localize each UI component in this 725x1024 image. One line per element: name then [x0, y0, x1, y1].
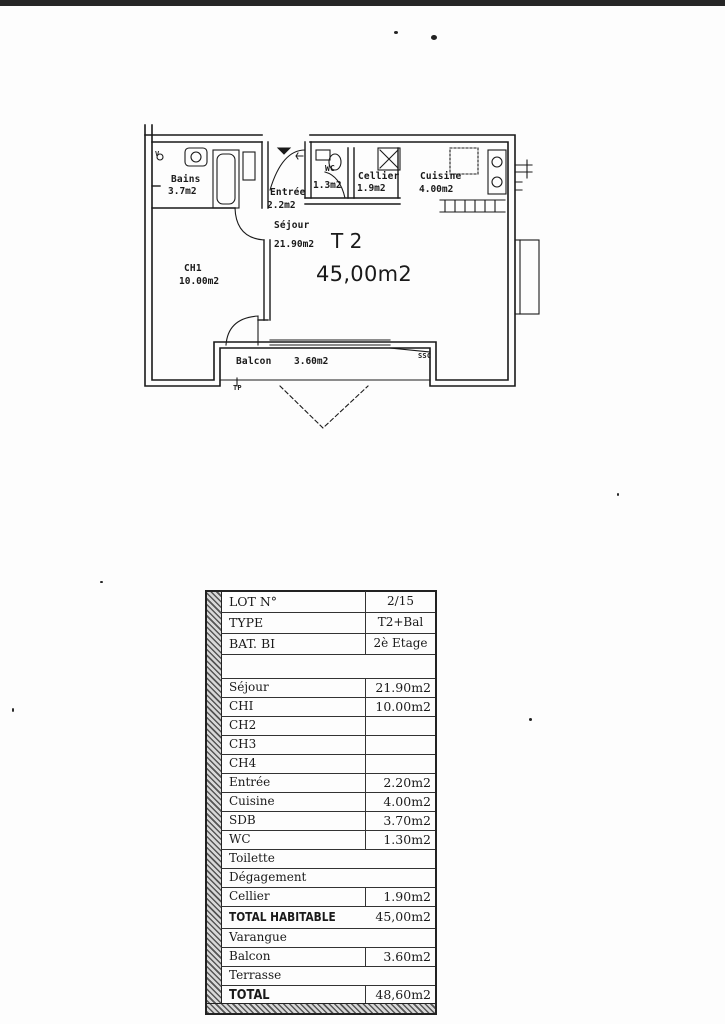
room-label-cuisine: Cuisine	[420, 171, 462, 182]
row-value: 4.00m2	[365, 792, 435, 811]
row-label: Varangue	[229, 930, 287, 944]
building-value: 2è Etage	[365, 633, 435, 654]
lot-label: LOT N°	[229, 594, 278, 609]
tp-symbol: TP	[233, 384, 242, 392]
row-value: 10.00m2	[365, 697, 435, 716]
room-area-cuisine: 4.00m2	[419, 184, 454, 195]
room-label-cellier: Cellier	[358, 171, 400, 182]
table-row: Séjour 21.90m2	[221, 678, 435, 698]
scan-speck	[394, 31, 398, 34]
plan-total-area: 45,00m2	[316, 262, 413, 286]
row-label: CHI	[229, 699, 254, 713]
surface-summary-table: LOT N° 2/15 TYPE T2+Bal BAT. BI 2è Etage…	[205, 590, 437, 1015]
ssc-symbol: SSC	[418, 352, 432, 360]
room-label-wc: WC	[325, 164, 336, 173]
room-area-bains: 3.7m2	[168, 186, 197, 197]
building-label: BAT. BI	[229, 636, 276, 651]
row-value	[365, 735, 435, 754]
bath-fixtures	[156, 147, 256, 209]
scan-speck	[529, 718, 532, 721]
room-label-balcon: Balcon	[236, 356, 272, 367]
table-row-building: BAT. BI 2è Etage	[221, 633, 435, 655]
entry-arrow	[276, 147, 292, 155]
row-label: CH4	[229, 756, 257, 770]
row-label: Toilette	[229, 851, 275, 865]
table-row: CH2	[221, 716, 435, 736]
table-row: Toilette	[221, 850, 435, 869]
table-row: Terrasse	[221, 967, 435, 986]
kitchen-fixtures	[377, 147, 533, 213]
wc-fixture	[315, 149, 342, 171]
ventilation-symbol: V	[155, 150, 160, 158]
room-area-balcon: 3.60m2	[294, 356, 329, 367]
row-label: TOTAL HABITABLE	[229, 910, 336, 924]
row-value: 2.20m2	[365, 773, 435, 792]
row-label: Séjour	[229, 680, 269, 694]
row-label: Dégagement	[229, 870, 307, 884]
row-label: Terrasse	[229, 968, 282, 982]
windows	[269, 239, 540, 353]
room-area-wc: 1.3m2	[313, 180, 342, 191]
row-value	[365, 716, 435, 735]
type-value: T2+Bal	[365, 612, 435, 633]
floor-plan	[144, 124, 540, 429]
table-row: CH4	[221, 754, 435, 774]
scan-speck	[12, 708, 14, 712]
interior-walls	[151, 141, 401, 321]
row-label: CH2	[229, 718, 257, 732]
table-row: WC 1.30m2	[221, 830, 435, 850]
row-value: 3.70m2	[365, 811, 435, 830]
row-label: CH3	[229, 737, 257, 751]
row-label: Cellier	[229, 889, 270, 903]
row-value: 3.60m2	[365, 947, 435, 966]
row-value: 45,00m2	[375, 909, 431, 924]
door-swings	[225, 149, 346, 346]
table-row: Cellier 1.90m2	[221, 887, 435, 907]
row-value: 21.90m2	[365, 678, 435, 697]
table-row: Varangue	[221, 929, 435, 948]
outer-walls	[144, 124, 516, 387]
room-area-ch1: 10.00m2	[179, 276, 220, 287]
room-label-sejour: Séjour	[274, 220, 310, 231]
row-label: Entrée	[229, 775, 271, 789]
row-label: WC	[229, 832, 251, 846]
table-row: Entrée 2.20m2	[221, 773, 435, 793]
balcony	[219, 377, 431, 429]
table-spacer-row	[221, 655, 435, 679]
table-hatch-bottom	[207, 1003, 435, 1013]
table-row-total-habitable: TOTAL HABITABLE 45,00m2	[221, 907, 435, 929]
room-area-entree: 2.2m2	[267, 200, 296, 211]
row-label: Balcon	[229, 949, 271, 963]
type-label: TYPE	[229, 615, 264, 630]
table-row: Dégagement	[221, 869, 435, 888]
table-row-total: TOTAL 48,60m2	[221, 985, 435, 1006]
table-row: SDB 3.70m2	[221, 811, 435, 831]
table-row: CH3	[221, 735, 435, 755]
row-label: SDB	[229, 813, 256, 827]
room-label-bains: Bains	[171, 174, 201, 185]
row-label: Cuisine	[229, 794, 275, 808]
row-value: 1.90m2	[365, 887, 435, 906]
scan-speck	[617, 493, 619, 496]
room-label-entree: Entrée	[270, 187, 306, 198]
table-row-lot: LOT N° 2/15	[221, 591, 435, 613]
row-value: 48,60m2	[365, 985, 435, 1005]
scan-speck	[100, 581, 103, 583]
table-row: CHI 10.00m2	[221, 697, 435, 717]
room-area-cellier: 1.9m2	[357, 183, 386, 194]
table-row: Cuisine 4.00m2	[221, 792, 435, 812]
room-label-ch1: CH1	[184, 263, 202, 274]
table-row: Balcon 3.60m2	[221, 947, 435, 967]
table-row-type: TYPE T2+Bal	[221, 612, 435, 634]
scan-speck	[431, 35, 437, 40]
scan-top-border	[0, 0, 725, 6]
plan-apartment-type: T 2	[331, 229, 363, 253]
row-value	[365, 754, 435, 773]
table-hatch-border	[207, 592, 222, 1013]
row-label: TOTAL	[229, 988, 270, 1003]
row-value: 1.30m2	[365, 830, 435, 849]
room-area-sejour: 21.90m2	[274, 239, 315, 250]
lot-value: 2/15	[365, 591, 435, 612]
